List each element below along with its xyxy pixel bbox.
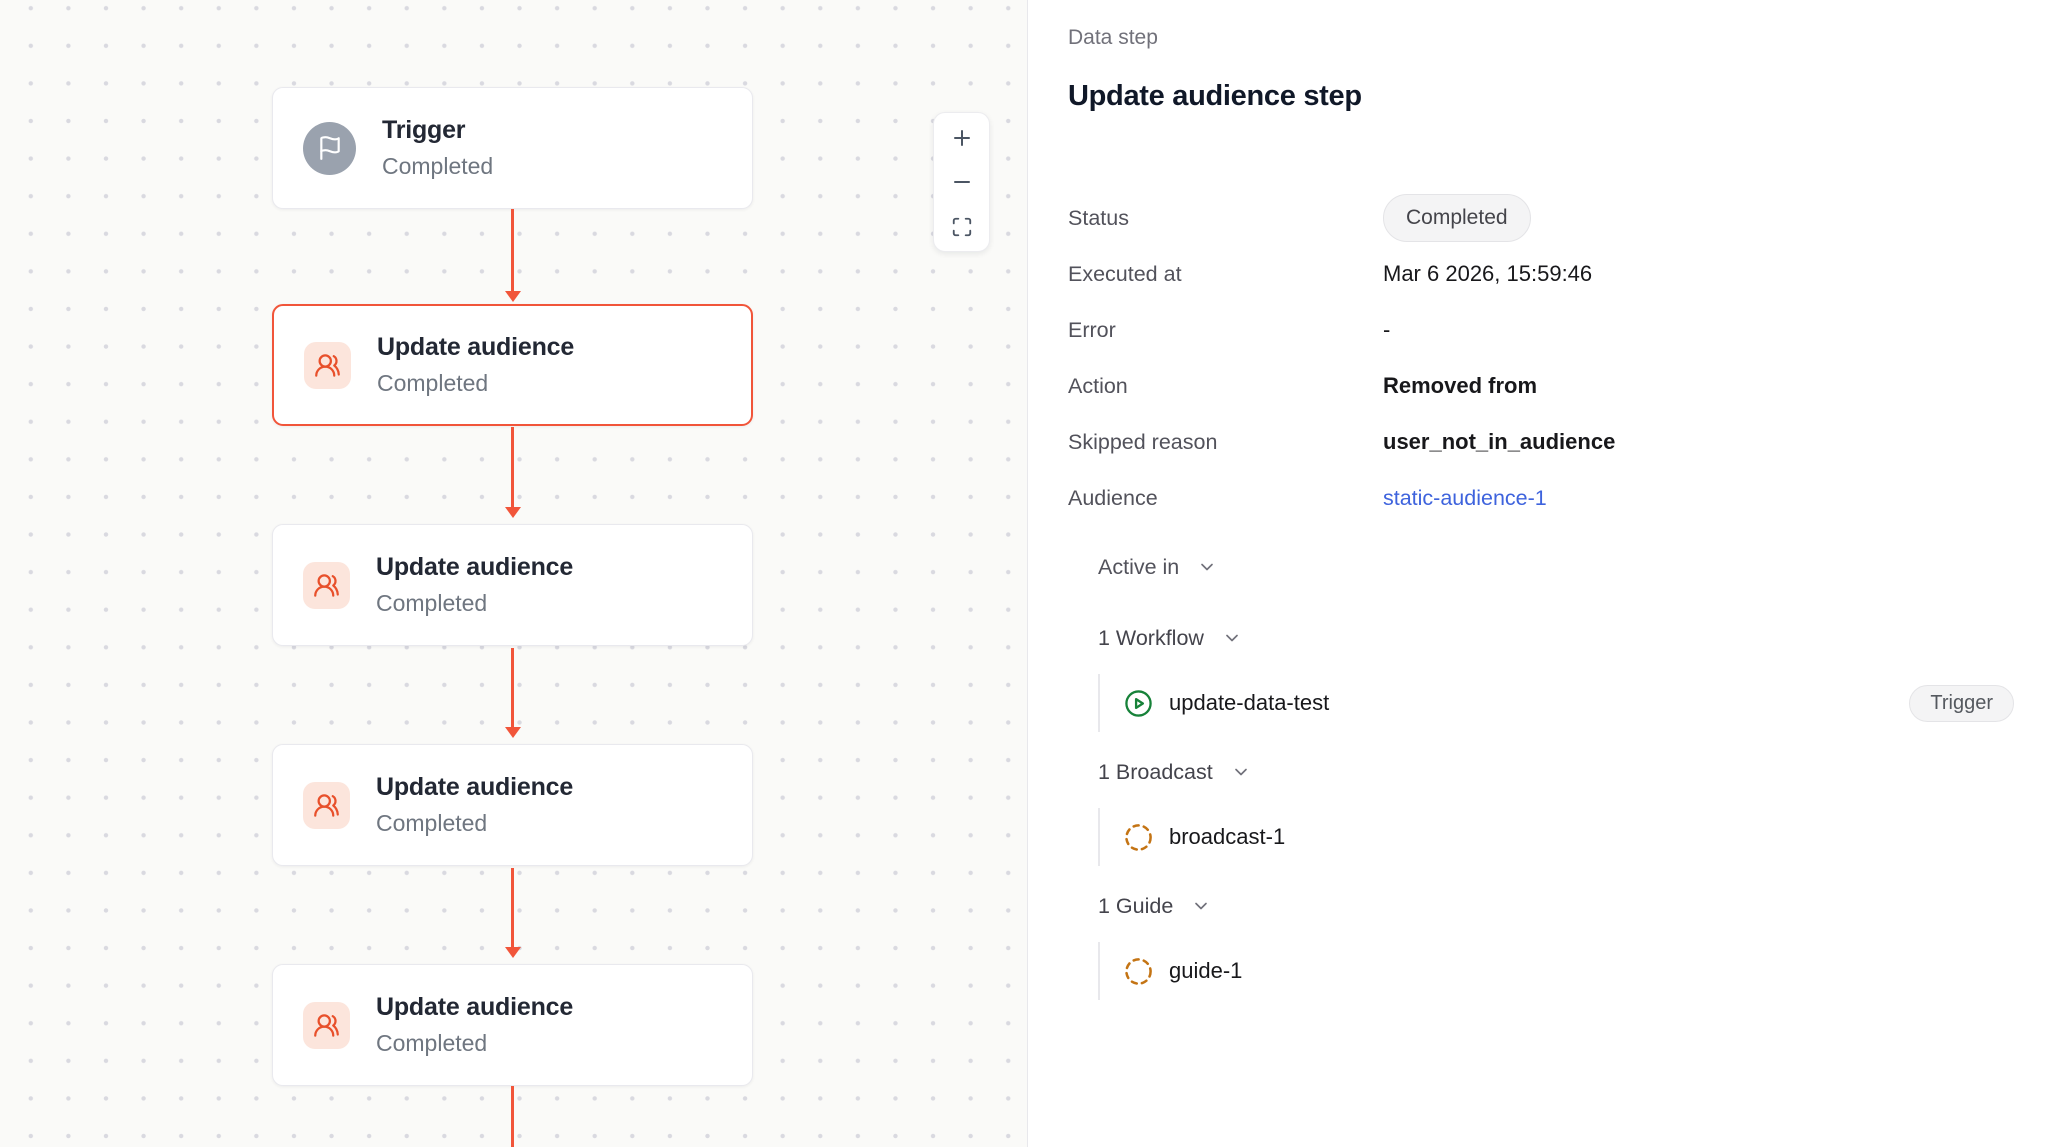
- detail-row-executed-at: Executed at Mar 6 2026, 15:59:46: [1068, 246, 2048, 302]
- step-details-panel: Data step Update audience step Status Co…: [1027, 0, 2048, 1147]
- zoom-out-button[interactable]: [940, 162, 984, 202]
- section-label: 1 Workflow: [1098, 625, 1204, 650]
- detail-value: Removed from: [1383, 373, 1538, 398]
- node-update-audience-3[interactable]: Update audience Completed: [272, 744, 753, 866]
- users-icon: [303, 561, 350, 609]
- detail-value: -: [1383, 317, 1391, 342]
- node-title: Update audience: [376, 553, 574, 581]
- detail-label: Executed at: [1068, 261, 1182, 286]
- detail-label: Skipped reason: [1068, 429, 1218, 454]
- guide-section-toggle[interactable]: 1 Guide: [1098, 891, 2014, 921]
- node-status: Completed: [376, 810, 488, 836]
- workflow-canvas[interactable]: Trigger Completed Update audience Comple…: [0, 0, 1027, 1147]
- users-icon: [304, 341, 351, 389]
- status-badge: Completed: [1383, 194, 1531, 242]
- fit-view-icon: [952, 217, 971, 236]
- node-title: Update audience: [376, 993, 574, 1021]
- detail-row-skipped-reason: Skipped reason user_not_in_audience: [1068, 414, 2048, 470]
- detail-row-action: Action Removed from: [1068, 358, 2048, 414]
- active-in-toggle[interactable]: Active in: [1098, 552, 2014, 582]
- play-circle-icon: [1125, 689, 1152, 717]
- detail-value: user_not_in_audience: [1383, 429, 1616, 454]
- broadcast-section-toggle[interactable]: 1 Broadcast: [1098, 757, 2014, 787]
- audience-link[interactable]: static-audience-1: [1383, 485, 1547, 510]
- fit-view-button[interactable]: [940, 207, 984, 247]
- plus-icon: [953, 129, 970, 146]
- page-title: Update audience step: [1068, 80, 1362, 112]
- node-status: Completed: [376, 590, 488, 616]
- node-status: Completed: [382, 153, 494, 179]
- workflow-section-toggle[interactable]: 1 Workflow: [1098, 623, 2014, 653]
- node-trigger[interactable]: Trigger Completed: [272, 87, 753, 209]
- step-details-list: Status Completed Executed at Mar 6 2026,…: [1068, 190, 2048, 526]
- edge-arrow: [504, 868, 521, 958]
- step-kind-label: Data step: [1068, 26, 1158, 49]
- canvas-zoom-controls: [933, 112, 990, 252]
- edge-arrow: [504, 427, 521, 518]
- chevron-down-icon: [1231, 762, 1251, 782]
- item-name: guide-1: [1169, 958, 1243, 983]
- dashed-circle-icon: [1125, 823, 1152, 851]
- users-icon: [303, 1001, 350, 1049]
- node-update-audience-2[interactable]: Update audience Completed: [272, 524, 753, 646]
- node-title: Update audience: [376, 773, 574, 801]
- zoom-in-button[interactable]: [940, 118, 984, 158]
- list-item-broadcast[interactable]: broadcast-1: [1098, 808, 2014, 866]
- edge-arrow: [504, 209, 521, 302]
- detail-row-error: Error -: [1068, 302, 2048, 358]
- detail-label: Error: [1068, 317, 1116, 342]
- list-item-workflow[interactable]: update-data-test Trigger: [1098, 674, 2014, 732]
- dashed-circle-icon: [1125, 957, 1152, 985]
- detail-row-status: Status Completed: [1068, 190, 2048, 246]
- section-label: 1 Guide: [1098, 893, 1174, 918]
- list-item-guide[interactable]: guide-1: [1098, 942, 2014, 1000]
- item-name: update-data-test: [1169, 690, 1330, 715]
- active-in-label: Active in: [1098, 554, 1180, 579]
- node-title: Update audience: [377, 333, 575, 361]
- chevron-down-icon: [1222, 628, 1242, 648]
- node-title: Trigger: [382, 116, 466, 144]
- edge-arrow: [504, 648, 521, 738]
- node-status: Completed: [377, 370, 489, 396]
- active-in-section: Active in 1 Workflow update-data-test Tr…: [1098, 552, 2014, 1000]
- detail-label: Action: [1068, 373, 1128, 398]
- chevron-down-icon: [1191, 896, 1211, 916]
- minus-icon: [953, 181, 970, 183]
- item-name: broadcast-1: [1169, 824, 1286, 849]
- node-update-audience-1[interactable]: Update audience Completed: [272, 304, 753, 426]
- users-icon: [303, 781, 350, 829]
- chevron-down-icon: [1197, 557, 1217, 577]
- detail-value: Mar 6 2026, 15:59:46: [1383, 261, 1593, 286]
- node-status: Completed: [376, 1030, 488, 1056]
- detail-label: Audience: [1068, 485, 1158, 510]
- edge-arrow: [511, 1086, 514, 1147]
- node-update-audience-4[interactable]: Update audience Completed: [272, 964, 753, 1086]
- trigger-badge: Trigger: [1909, 684, 2014, 722]
- detail-row-audience: Audience static-audience-1: [1068, 470, 2048, 526]
- section-label: 1 Broadcast: [1098, 759, 1213, 784]
- detail-label: Status: [1068, 205, 1129, 230]
- flag-icon: [303, 121, 356, 175]
